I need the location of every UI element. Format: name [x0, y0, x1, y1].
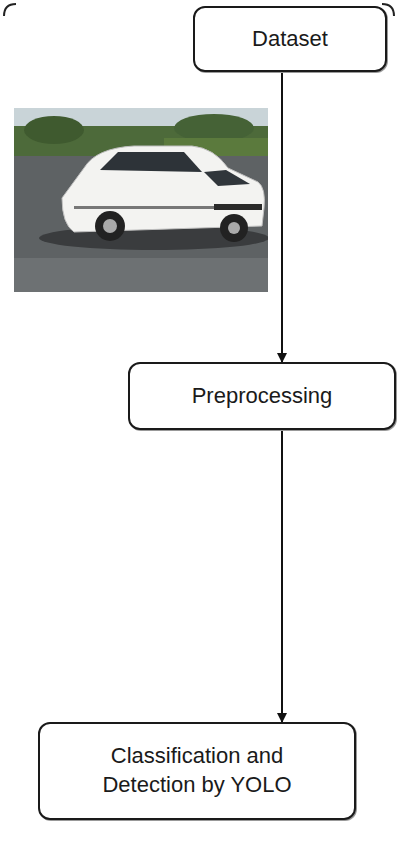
- box-label: Classification and Detection by YOLO: [82, 742, 312, 799]
- process-box: Preprocessing: [128, 362, 396, 430]
- process-box: Dataset: [193, 6, 387, 72]
- box-label: Preprocessing: [192, 382, 333, 411]
- car-photo: [14, 108, 268, 292]
- process-box: Classification and Detection by YOLO: [38, 722, 356, 820]
- flow-arrow: [281, 72, 283, 362]
- box-label: Dataset: [252, 25, 328, 54]
- flow-arrow: [281, 430, 283, 722]
